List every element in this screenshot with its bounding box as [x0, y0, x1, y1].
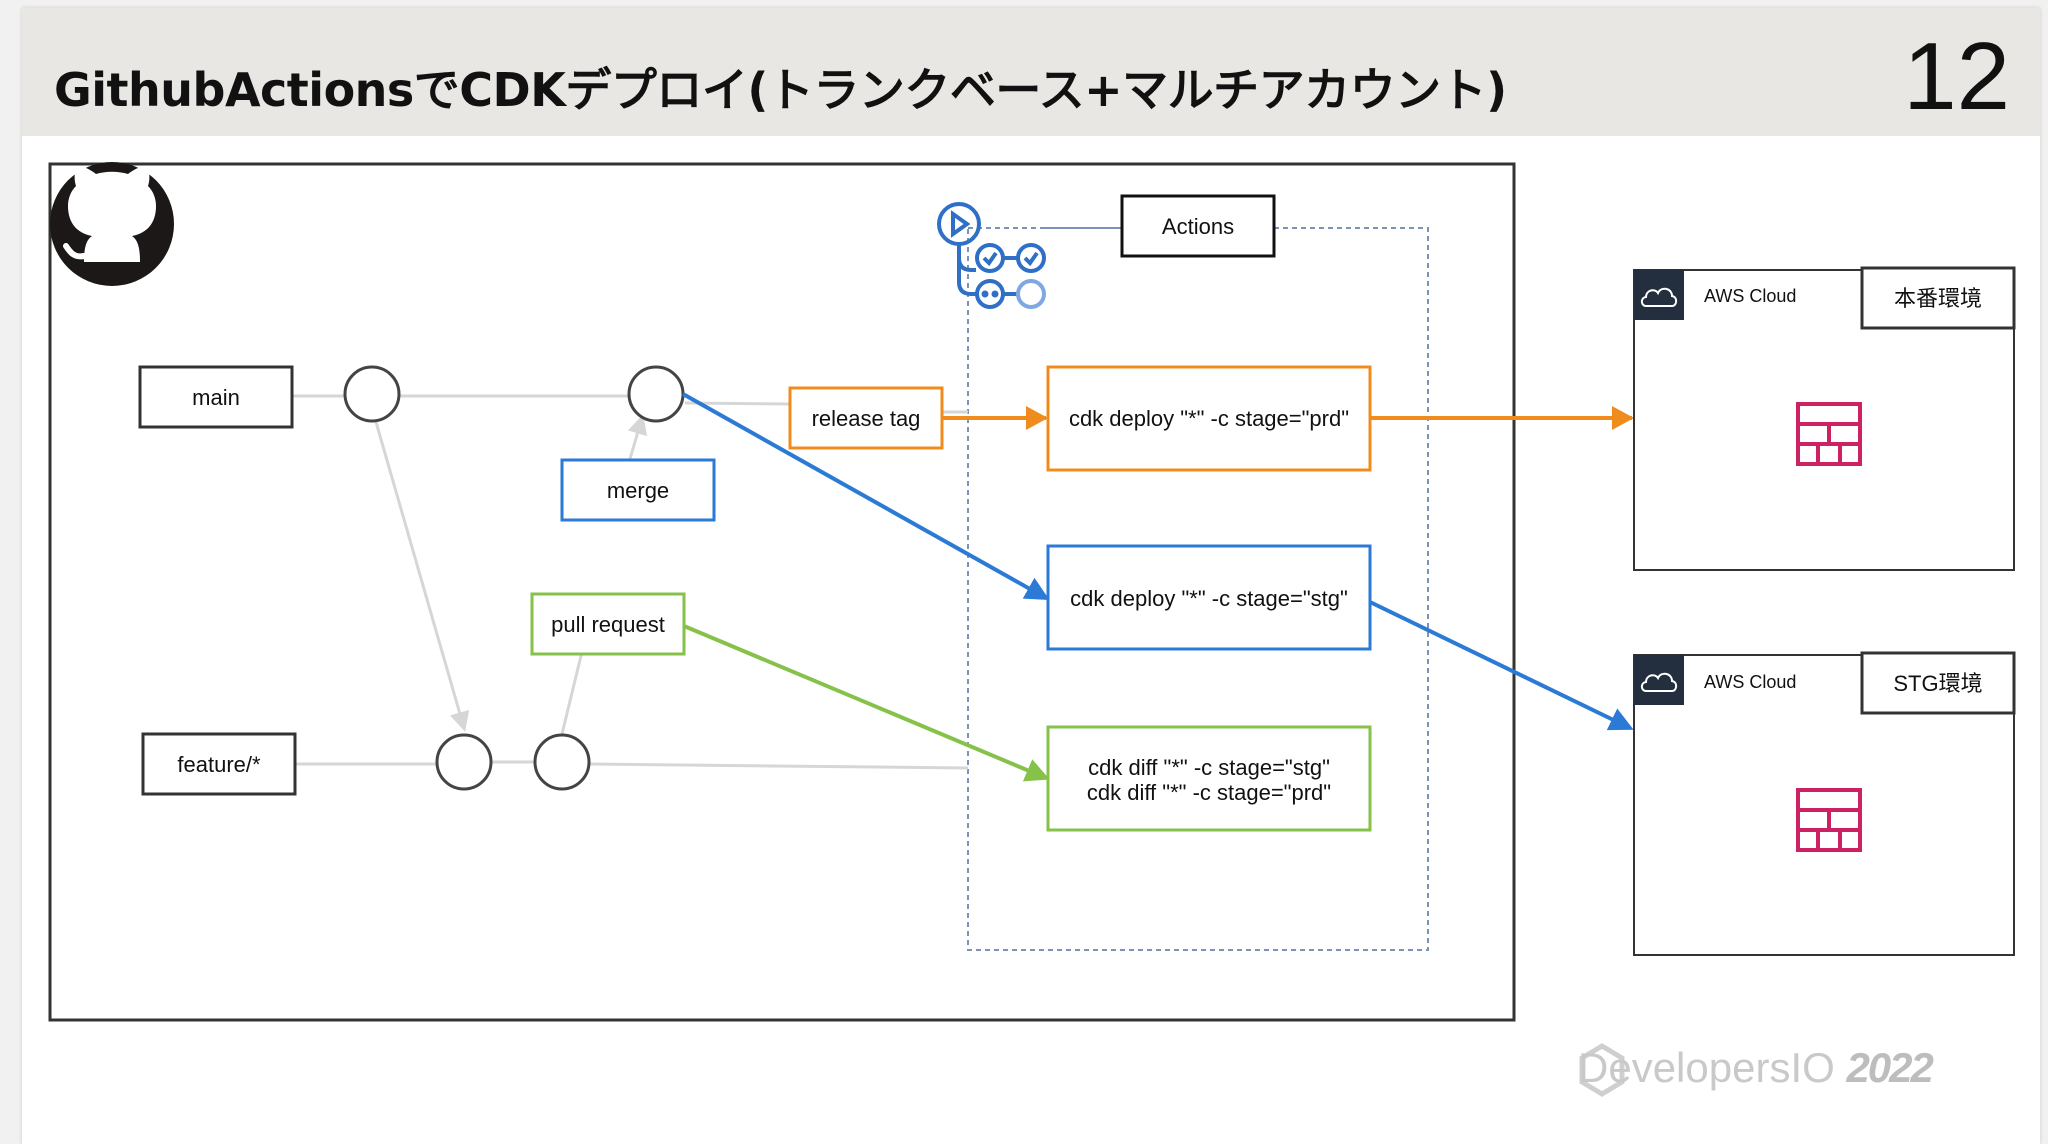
github-repo-frame — [48, 162, 1516, 1022]
event-release-tag: release tag — [788, 386, 944, 450]
firewall-icon — [1796, 402, 1862, 466]
commit-node — [533, 733, 591, 791]
aws-account-prd: AWS Cloud 本番環境 — [1633, 266, 2016, 571]
job-diff: cdk diff "*" -c stage="stg" cdk diff "*"… — [1046, 725, 1372, 832]
git-graph-lines — [292, 394, 969, 770]
actions-label: Actions — [1162, 214, 1234, 239]
branch-feature: feature/* — [141, 732, 297, 796]
event-merge: merge — [560, 458, 716, 522]
commit-node — [343, 365, 401, 423]
aws-cloud-label: AWS Cloud — [1704, 672, 1796, 692]
job-deploy-prd: cdk deploy "*" -c stage="prd" — [1046, 365, 1372, 472]
actions-label-box: Actions — [1120, 194, 1276, 258]
brand-year: 2022 — [1846, 1044, 1933, 1091]
branch-main-label: main — [192, 385, 240, 410]
slide-header — [22, 8, 2040, 136]
pr-to-diff-arrow — [683, 624, 1050, 782]
slide-title: GithubActionsでCDKデプロイ(トランクベース+マルチアカウント) — [54, 63, 1507, 117]
footer-logo: DevelopersIO 2022 — [1578, 1044, 1934, 1092]
release-tag-label: release tag — [812, 406, 921, 431]
firewall-icon — [1796, 788, 1862, 852]
commit-node — [627, 365, 685, 423]
branch-feature-label: feature/* — [177, 752, 261, 777]
brand-name: DevelopersIO — [1578, 1044, 1835, 1091]
github-octocat-icon — [50, 162, 174, 286]
diff-prd-command: cdk diff "*" -c stage="prd" — [1087, 780, 1331, 805]
cloud-icon — [1634, 270, 1684, 320]
merge-to-stg-arrow — [682, 392, 1050, 600]
deploy-prd-command: cdk deploy "*" -c stage="prd" — [1069, 406, 1349, 431]
page-number: 12 — [1903, 23, 2010, 130]
github-actions-icon — [937, 202, 1046, 309]
merge-label: merge — [607, 478, 669, 503]
pull-request-label: pull request — [551, 612, 665, 637]
deploy-stg-command: cdk deploy "*" -c stage="stg" — [1070, 586, 1348, 611]
aws-cloud-label: AWS Cloud — [1704, 286, 1796, 306]
branch-main: main — [138, 365, 294, 429]
developersio-logo-icon — [1579, 1043, 1625, 1097]
event-pull-request: pull request — [530, 592, 686, 656]
job-deploy-stg: cdk deploy "*" -c stage="stg" — [1046, 544, 1372, 651]
prd-env-label: 本番環境 — [1894, 286, 1982, 311]
stg-env-label: STG環境 — [1893, 671, 1982, 696]
cloud-icon — [1634, 655, 1684, 705]
stg-deploy-arrow — [1369, 600, 1634, 731]
commit-node — [435, 733, 493, 791]
aws-account-stg: AWS Cloud STG環境 — [1633, 651, 2016, 956]
diff-stg-command: cdk diff "*" -c stage="stg" — [1088, 755, 1330, 780]
